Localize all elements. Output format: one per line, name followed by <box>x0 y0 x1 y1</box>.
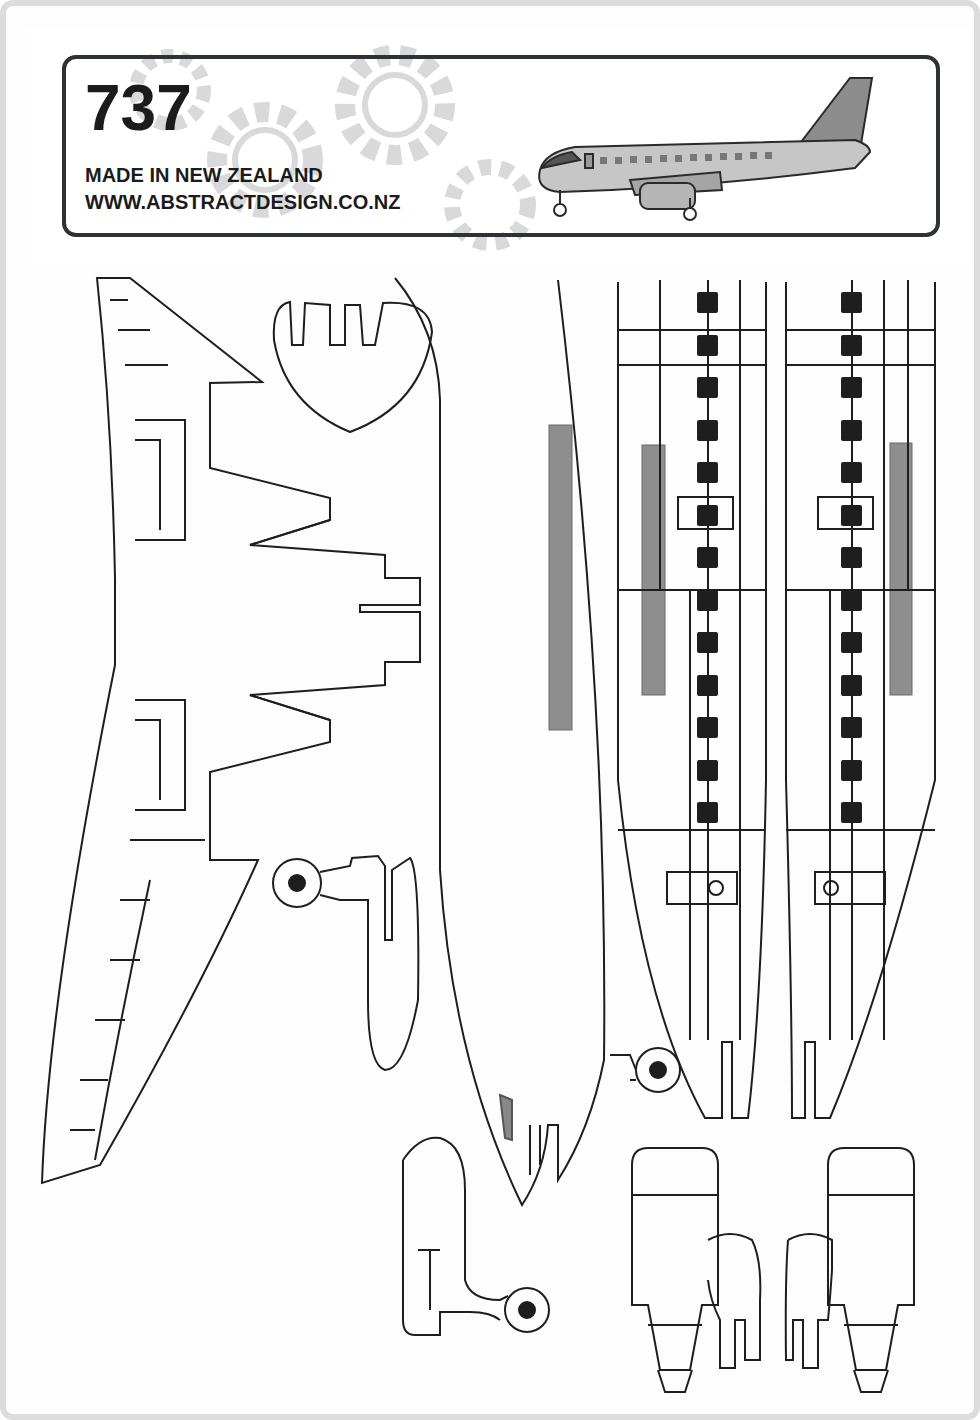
window-slot <box>697 675 718 696</box>
stabilizer-piece <box>274 302 432 432</box>
title-band: 737MADE IN NEW ZEALAND WWW.ABSTRACTDESIGN… <box>62 55 940 237</box>
window-slot <box>697 590 718 611</box>
window-slot <box>697 760 718 781</box>
window-slot <box>697 505 718 526</box>
window-slot <box>841 717 862 738</box>
window-slot <box>841 420 862 441</box>
window-slot <box>841 760 862 781</box>
window-slot <box>697 462 718 483</box>
window-slot <box>841 675 862 696</box>
window-slot <box>841 335 862 356</box>
window-slots <box>697 292 862 823</box>
window-slot <box>841 505 862 526</box>
window-slot <box>841 292 862 313</box>
sheet-edge <box>3 3 977 1417</box>
window-slot <box>841 802 862 823</box>
window-slot <box>697 335 718 356</box>
fuselage-side-piece <box>395 278 604 1205</box>
window-slot <box>697 717 718 738</box>
window-slot <box>697 547 718 568</box>
gear-piece <box>273 856 680 1335</box>
window-slot <box>841 590 862 611</box>
window-slot <box>697 420 718 441</box>
window-slot <box>697 377 718 398</box>
maker-note: MADE IN NEW ZEALAND <box>85 165 323 185</box>
gear-decoration <box>136 55 528 243</box>
label-card <box>25 28 970 264</box>
window-slot <box>841 377 862 398</box>
window-slot <box>697 802 718 823</box>
plane-illustration <box>539 78 872 220</box>
window-slot <box>841 462 862 483</box>
fuselage-strip <box>618 280 935 1118</box>
window-slot <box>841 547 862 568</box>
model-number: 737 <box>85 76 192 140</box>
window-slot <box>697 632 718 653</box>
window-slot <box>841 632 862 653</box>
slot <box>549 425 912 730</box>
engine-piece <box>632 1148 914 1392</box>
wing-piece <box>42 278 420 1183</box>
maker-note: WWW.ABSTRACTDESIGN.CO.NZ <box>85 192 401 212</box>
window-slot <box>697 292 718 313</box>
